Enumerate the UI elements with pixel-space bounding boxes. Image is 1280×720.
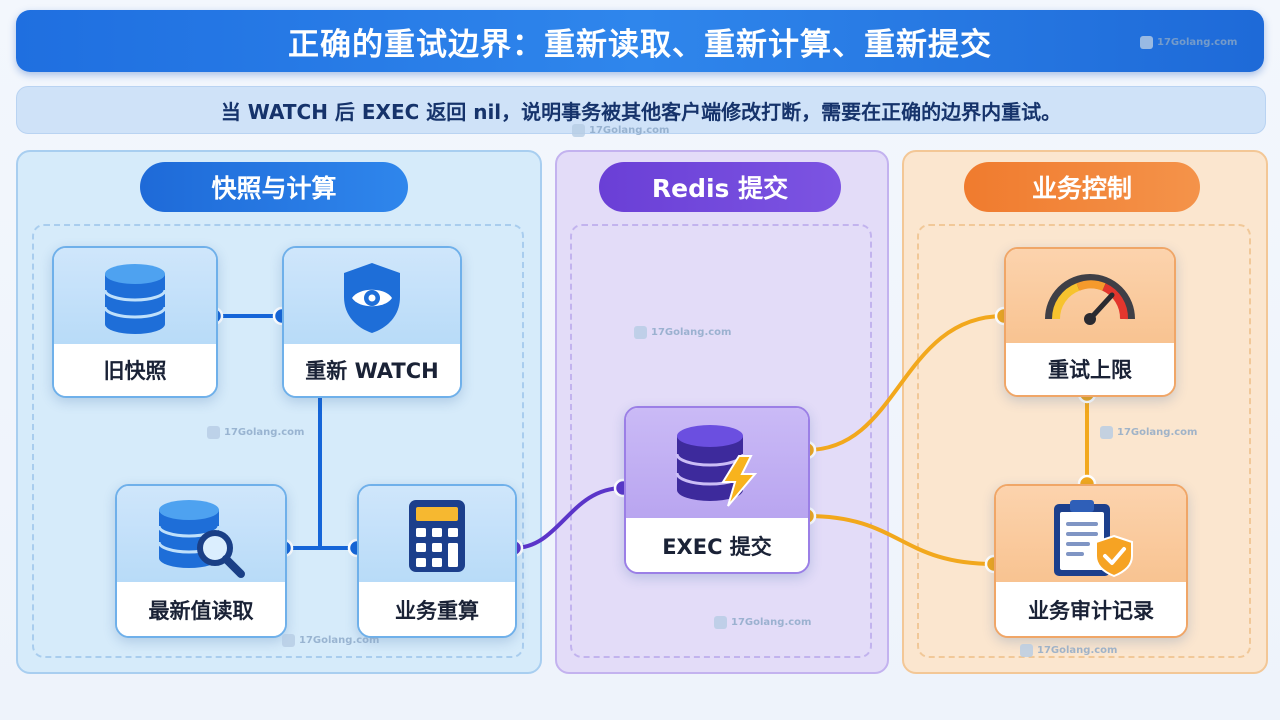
database-search-icon — [157, 500, 245, 578]
redis-inner-frame — [570, 224, 872, 658]
group-snapshot-title: 快照与计算 — [140, 162, 408, 212]
node-exec: EXEC 提交 — [624, 406, 810, 574]
edge-recompute-exec — [512, 486, 625, 550]
business-inner-frame — [917, 224, 1251, 658]
node-audit-label: 业务审计记录 — [996, 584, 1186, 636]
node-audit: 业务审计记录 — [994, 484, 1188, 638]
group-business-title: 业务控制 — [964, 162, 1200, 212]
node-retry-limit-label: 重试上限 — [1006, 343, 1174, 395]
watermark: 17Golang.com — [1020, 644, 1117, 657]
node-latest-read: 最新值读取 — [115, 484, 287, 638]
database-lightning-icon — [675, 425, 758, 507]
watermark: 17Golang.com — [634, 326, 731, 339]
node-recompute-label: 业务重算 — [359, 584, 515, 636]
watermark: 17Golang.com — [572, 124, 669, 137]
node-latest-read-label: 最新值读取 — [117, 584, 285, 636]
group-redis-title: Redis 提交 — [599, 162, 841, 212]
node-old-snapshot: 旧快照 — [52, 246, 218, 398]
node-recompute: 业务重算 — [357, 484, 517, 638]
calculator-icon — [409, 500, 465, 572]
title-banner: 正确的重试边界：重新读取、重新计算、重新提交 — [16, 10, 1264, 72]
node-old-snapshot-label: 旧快照 — [54, 344, 216, 396]
node-retry-limit: 重试上限 — [1004, 247, 1176, 397]
node-rewatch: 重新 WATCH — [282, 246, 462, 398]
subtitle: 当 WATCH 后 EXEC 返回 nil，说明事务被其他客户端修改打断，需要在… — [220, 99, 1062, 124]
node-exec-label: EXEC 提交 — [626, 520, 808, 572]
shield-eye-icon — [344, 263, 400, 333]
node-rewatch-label: 重新 WATCH — [284, 344, 460, 396]
clipboard-check-icon — [1054, 500, 1133, 578]
edge-exec-retry-limit — [805, 314, 1006, 452]
database-icon — [103, 264, 167, 334]
snapshot-inner-frame — [32, 224, 524, 658]
edge-exec-audit — [805, 514, 996, 566]
page-title: 正确的重试边界：重新读取、重新计算、重新提交 — [288, 26, 992, 63]
watermark: 17Golang.com — [714, 616, 811, 629]
watermark: 17Golang.com — [282, 634, 379, 647]
watermark: 17Golang.com — [207, 426, 304, 439]
subtitle-bar: 当 WATCH 后 EXEC 返回 nil，说明事务被其他客户端修改打断，需要在… — [16, 86, 1266, 134]
gauge-icon — [1045, 274, 1135, 325]
watermark: 17Golang.com — [1140, 36, 1237, 49]
edge-rewatch-latest-read — [282, 391, 322, 550]
watermark: 17Golang.com — [1100, 426, 1197, 439]
